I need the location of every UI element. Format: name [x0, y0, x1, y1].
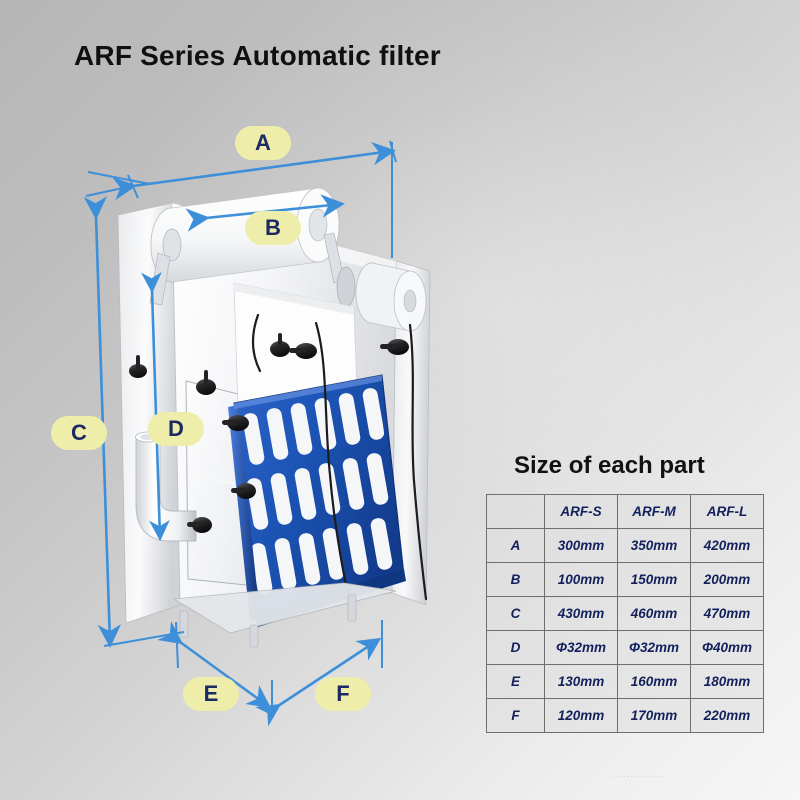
- row-label: F: [486, 698, 545, 733]
- callout-d: D: [148, 412, 204, 446]
- table-header-row: ARF-S ARF-M ARF-L: [486, 494, 764, 529]
- row-label: C: [486, 596, 545, 631]
- callout-e: E: [183, 677, 239, 711]
- size-table-heading: Size of each part: [514, 452, 705, 479]
- row-label: E: [486, 664, 545, 699]
- cell-arf-l: 420mm: [690, 528, 764, 563]
- callout-b: B: [245, 211, 301, 245]
- cell-arf-s: 130mm: [544, 664, 618, 699]
- table-row: A 300mm 350mm 420mm: [486, 528, 764, 563]
- row-label: B: [486, 562, 545, 597]
- cell-arf-s: 120mm: [544, 698, 618, 733]
- cell-arf-l: 220mm: [690, 698, 764, 733]
- header-arf-l: ARF-L: [690, 494, 764, 529]
- hoses-and-cables: [251, 313, 428, 607]
- row-label: D: [486, 630, 545, 665]
- callout-a: A: [235, 126, 291, 160]
- cell-arf-s: 430mm: [544, 596, 618, 631]
- table-row: E 130mm 160mm 180mm: [486, 664, 764, 699]
- cell-arf-s: Φ32mm: [544, 630, 618, 665]
- takeup-reel: [336, 262, 427, 332]
- cell-arf-m: 160mm: [617, 664, 691, 699]
- row-label: A: [486, 528, 545, 563]
- size-specification-table: ARF-S ARF-M ARF-L A 300mm 350mm 420mm B …: [486, 494, 764, 733]
- cell-arf-s: 100mm: [544, 562, 618, 597]
- cell-arf-m: Φ32mm: [617, 630, 691, 665]
- watermark: ··············: [612, 772, 664, 781]
- cell-arf-l: 200mm: [690, 562, 764, 597]
- cell-arf-m: 170mm: [617, 698, 691, 733]
- cell-arf-l: Φ40mm: [690, 630, 764, 665]
- table-row: D Φ32mm Φ32mm Φ40mm: [486, 630, 764, 665]
- header-arf-s: ARF-S: [544, 494, 618, 529]
- table-row: B 100mm 150mm 200mm: [486, 562, 764, 597]
- header-part-column: [486, 494, 545, 529]
- cell-arf-l: 180mm: [690, 664, 764, 699]
- table-row: C 430mm 460mm 470mm: [486, 596, 764, 631]
- cell-arf-l: 470mm: [690, 596, 764, 631]
- cell-arf-s: 300mm: [544, 528, 618, 563]
- cell-arf-m: 150mm: [617, 562, 691, 597]
- cell-arf-m: 460mm: [617, 596, 691, 631]
- header-arf-m: ARF-M: [617, 494, 691, 529]
- page-title: ARF Series Automatic filter: [74, 40, 441, 71]
- table-row: F 120mm 170mm 220mm: [486, 698, 764, 733]
- callout-f: F: [315, 677, 371, 711]
- adjustment-knobs: [129, 333, 409, 533]
- cell-arf-m: 350mm: [617, 528, 691, 563]
- callout-c: C: [51, 416, 107, 450]
